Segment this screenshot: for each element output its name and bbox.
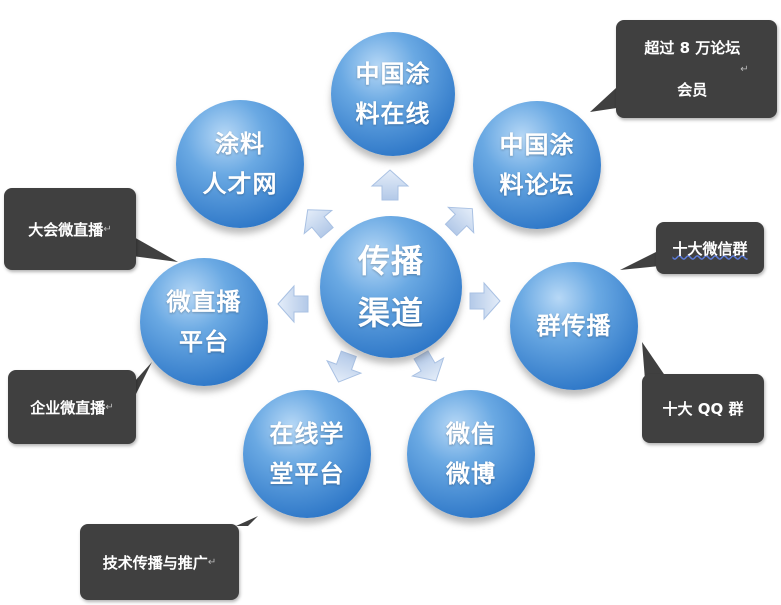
arrow-to-bottom-right: [411, 350, 445, 382]
callout-label: 十大 QQ 群: [662, 400, 744, 418]
node-label: 微直播 平台: [166, 288, 242, 356]
center-node-label: 传播 渠道: [357, 242, 424, 332]
node-label: 群传播: [536, 312, 612, 340]
node-group-broadcast: 群传播: [510, 262, 638, 390]
callout-tail-qq: [642, 342, 668, 380]
arrow-to-left: [277, 284, 309, 324]
node-online-learning-platform: 在线学 堂平台: [243, 390, 371, 518]
callout-label: 十大微信群: [672, 239, 748, 258]
arrow-to-top-left: [303, 209, 334, 239]
callout-wechat-groups: 十大微信群: [656, 222, 764, 274]
node-live-streaming-platform: 微直播 平台: [140, 258, 268, 386]
node-label: 中国涂 料论坛: [499, 131, 575, 199]
callout-label: 超过 8 万论坛 会员: [644, 39, 741, 99]
node-china-coatings-forum: 中国涂 料论坛: [473, 101, 601, 229]
node-label: 中国涂 料在线: [355, 60, 431, 128]
node-label: 在线学 堂平台: [269, 420, 345, 488]
callout-forum-members: 超过 8 万论坛 会员↵: [616, 20, 777, 118]
callout-tail-enterprise: [134, 362, 152, 398]
callout-label: 大会微直播: [28, 220, 104, 239]
return-mark: ↵: [740, 63, 749, 75]
arrow-to-bottom: [326, 350, 363, 383]
arrow-to-top-right: [444, 206, 475, 237]
return-mark: ↵: [105, 401, 114, 413]
callout-qq-groups: 十大 QQ 群: [642, 374, 764, 443]
arrow-to-right: [469, 281, 501, 321]
callout-tail-conference: [132, 236, 178, 262]
callout-label: 技术传播与推广: [102, 553, 208, 572]
callout-label: 企业微直播: [30, 398, 106, 417]
node-label: 涂料 人才网: [202, 130, 278, 198]
center-node-channels: 传播 渠道: [320, 216, 462, 358]
node-china-coatings-online: 中国涂 料在线: [331, 32, 455, 156]
arrow-to-top: [370, 169, 410, 201]
callout-tail-wechat: [620, 250, 660, 270]
return-mark: ↵: [103, 223, 112, 235]
callout-enterprise-live: 企业微直播↵: [8, 370, 136, 444]
return-mark: ↵: [207, 556, 217, 568]
callout-conference-live: 大会微直播↵: [4, 188, 136, 270]
node-wechat-weibo: 微信 微博: [407, 390, 535, 518]
node-coatings-talent-network: 涂料 人才网: [176, 100, 304, 228]
callout-tail-tech: [236, 516, 258, 526]
node-label: 微信 微博: [446, 420, 496, 488]
callout-tech-promotion: 技术传播与推广↵: [80, 524, 239, 600]
